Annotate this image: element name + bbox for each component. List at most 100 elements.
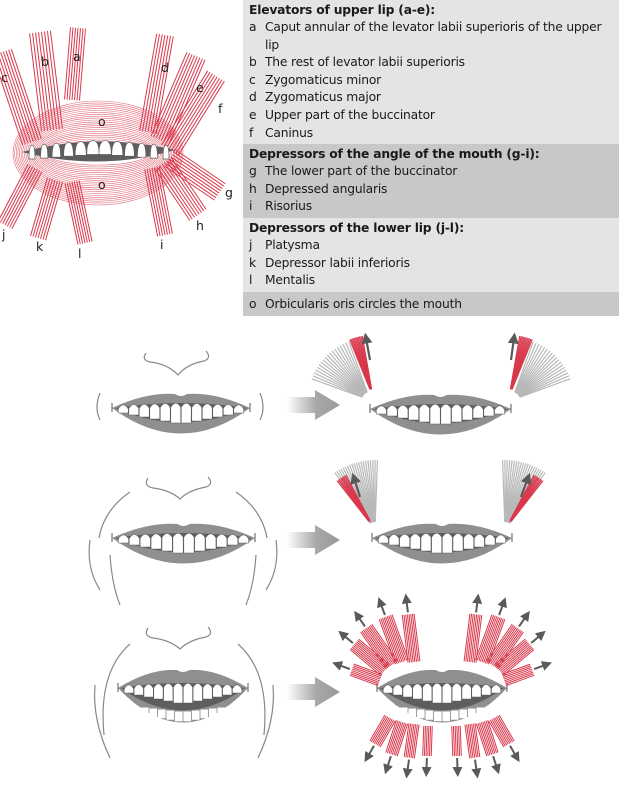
muscle-fiber: [517, 356, 558, 395]
muscle-fiber: [391, 722, 404, 755]
muscle-fiber: [361, 630, 389, 669]
legend-key: a: [249, 20, 257, 34]
muscle-fiber: [350, 673, 379, 685]
arrow-icon: [383, 755, 393, 775]
tooth: [98, 140, 112, 155]
arrow-icon: [518, 610, 530, 628]
tooth: [28, 144, 36, 160]
legend-key: o: [249, 296, 257, 311]
muscle-fiber: [362, 629, 390, 668]
muscle-fiber: [514, 341, 534, 393]
muscle-fiber: [352, 666, 382, 679]
fiber-bundle: [360, 623, 398, 670]
muscle-fiber: [372, 460, 376, 523]
muscle-fiber: [66, 27, 74, 100]
upper-tooth: [232, 684, 243, 694]
muscle-fiber: [519, 375, 570, 398]
tooth: [162, 144, 170, 160]
muscle-fiber: [4, 167, 36, 226]
muscle-fiber: [403, 723, 410, 758]
upper-tooth: [161, 533, 173, 552]
orbicularis-ring: [22, 112, 174, 194]
legend-text: Risorius: [265, 199, 312, 214]
muscle-fiber: [35, 179, 53, 238]
muscle-fiber: [173, 77, 220, 153]
muscle-fiber: [156, 166, 171, 235]
arrow-icon: [491, 755, 501, 775]
muscle-fiber: [175, 149, 226, 185]
upper-tooth: [392, 684, 403, 696]
upper-tooth: [382, 684, 393, 694]
label-c: c: [1, 70, 8, 85]
muscle-fiber: [375, 718, 392, 745]
upper-tooth: [463, 533, 475, 550]
muscle-fiber: [503, 649, 535, 676]
muscle-fiber: [30, 177, 48, 236]
muscle-fiber: [403, 614, 411, 663]
muscle-fiber: [376, 719, 393, 746]
fiber-bundle: [385, 720, 409, 757]
upper-tooth: [182, 682, 193, 704]
legend-key: h: [249, 181, 257, 196]
muscle-fiber: [483, 721, 496, 754]
upper-tooth: [222, 684, 233, 696]
lower-tooth: [408, 708, 417, 717]
muscle-fiber: [369, 624, 397, 663]
label-e: e: [196, 80, 204, 95]
muscle-fiber: [351, 646, 384, 673]
upper-tooth: [149, 403, 161, 420]
upper-tooth: [452, 533, 464, 552]
muscle-fiber: [0, 165, 31, 223]
muscle-fiber: [364, 460, 375, 523]
muscle-fiber: [165, 58, 203, 143]
transition-arrow-2: [287, 525, 340, 555]
upper-tooth: [461, 683, 472, 700]
row-3-result-mouth: [376, 669, 508, 723]
muscle-fiber: [373, 717, 390, 744]
muscle-fiber: [5, 50, 37, 141]
muscle-fiber: [472, 723, 479, 758]
upper-tooth: [128, 534, 140, 546]
row-2-result: [334, 459, 546, 564]
muscle-fiber: [454, 726, 457, 757]
transition-arrow-1: [287, 390, 340, 420]
muscle-fiber: [161, 163, 198, 217]
lower-tooth: [217, 707, 226, 716]
muscle-fiber: [69, 182, 84, 244]
lower-tooth: [140, 707, 149, 716]
fiber-bundle: [369, 714, 396, 748]
nose-outline: [145, 626, 212, 650]
lower-tooth: [399, 707, 408, 716]
muscle-fiber: [361, 335, 373, 390]
muscle-fiber: [505, 673, 534, 685]
muscle-fiber: [320, 361, 365, 396]
muscle-fiber: [10, 48, 42, 140]
muscle-fiber: [158, 55, 196, 140]
upper-tooth: [194, 533, 206, 552]
tooth: [40, 143, 49, 159]
muscle-fiber: [481, 616, 499, 663]
label-o-lower: o: [98, 177, 106, 192]
nose-outline: [143, 350, 210, 376]
muscle-fiber: [342, 343, 368, 394]
upper-tooth: [418, 404, 430, 423]
fiber-fan-left-gray: [334, 459, 379, 524]
muscle-fiber: [163, 161, 200, 215]
muscle-fiber: [372, 716, 389, 743]
lower-tooth: [467, 708, 476, 717]
muscle-fiber: [480, 722, 493, 755]
muscle-fiber: [410, 613, 418, 662]
lower-tooth: [191, 710, 200, 720]
upper-tooth: [150, 533, 162, 550]
muscle-fiber: [476, 614, 495, 661]
perioral-muscle-diagram: a b c d e f g h i j k l o o: [0, 27, 233, 261]
legend-section-title: Depressors of the lower lip (j-l):: [249, 220, 464, 235]
muscle-fiber: [150, 51, 188, 137]
muscle-fiber: [352, 645, 385, 672]
upper-tooth: [441, 532, 453, 554]
lower-tooth: [425, 710, 434, 720]
